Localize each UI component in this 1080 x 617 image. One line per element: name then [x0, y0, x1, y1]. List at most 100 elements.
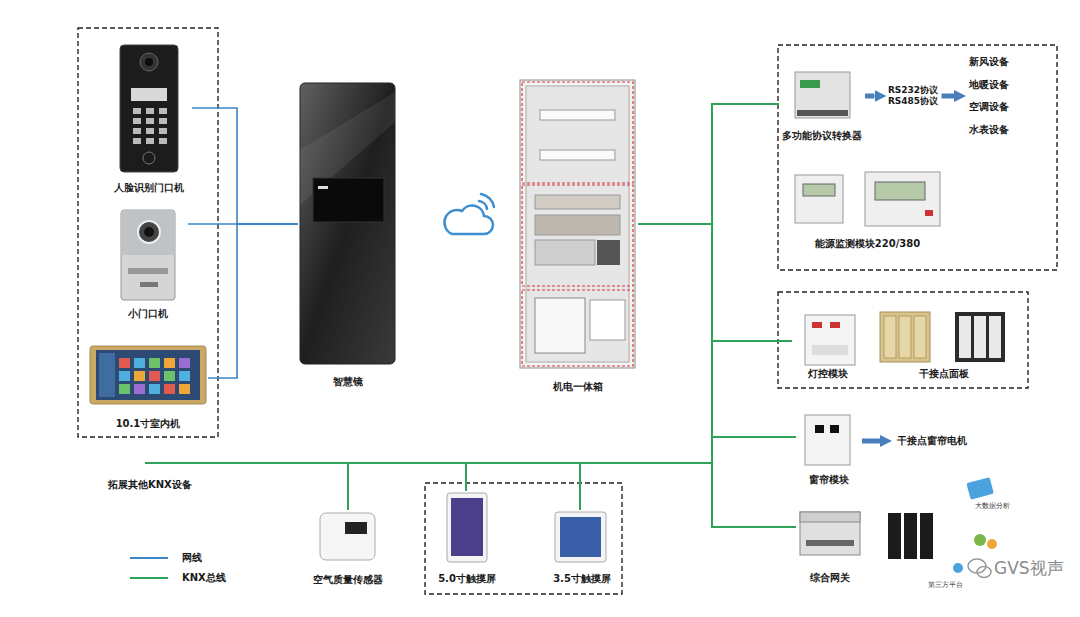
legend-sample — [130, 577, 168, 579]
face-door-unit — [133, 108, 141, 114]
node-label: 空调设备 — [969, 101, 1009, 113]
switch-panel: 干接点面板 — [876, 310, 1012, 380]
electrical-cabinet — [522, 290, 633, 366]
curtain-module: 窗帘模块 — [796, 412, 862, 486]
connector — [865, 94, 875, 99]
node-label: 智慧镜 — [333, 376, 363, 388]
indoor-unit — [149, 358, 160, 368]
face-door-unit — [133, 138, 141, 144]
watermark-icon — [968, 559, 991, 578]
switch-panel — [914, 316, 926, 358]
curtain-module — [815, 425, 824, 433]
protocol-list: RS232协议RS485协议 — [885, 80, 942, 112]
cloud-icon — [444, 205, 493, 234]
air-sensor — [345, 522, 367, 534]
indoor-unit — [164, 371, 175, 381]
indoor-unit — [119, 371, 130, 381]
bus-note: 拓展其他KNX设备 — [108, 478, 192, 492]
switch-panel — [880, 312, 930, 362]
node-label: 综合网关 — [810, 572, 850, 584]
electrical-cabinet — [522, 82, 633, 366]
energy-meter — [795, 172, 940, 226]
touch-screen — [451, 498, 483, 556]
connector — [638, 224, 792, 341]
node-label: 干接点面板 — [919, 368, 969, 380]
connector — [192, 108, 298, 224]
energy-meter — [865, 172, 940, 226]
touch-screen — [555, 512, 606, 562]
switch-panel — [899, 316, 911, 358]
air-sensor — [320, 513, 375, 560]
face-door-unit — [133, 108, 167, 144]
platform-icons — [966, 477, 994, 500]
curtain-module — [805, 415, 850, 465]
knx-bus — [145, 462, 350, 464]
connector — [348, 224, 712, 510]
indoor-unit — [134, 371, 145, 381]
face-door-unit — [140, 53, 158, 71]
connector — [638, 224, 796, 527]
electrical-cabinet — [520, 80, 635, 368]
node-label: 空气质量传感器 — [313, 574, 383, 586]
light-module — [830, 322, 840, 328]
indoor-unit — [96, 350, 200, 400]
node-label: 小门口机 — [128, 308, 168, 320]
group-frame — [778, 45, 1057, 270]
connector — [862, 439, 880, 444]
group-frame — [78, 28, 1057, 594]
indoor-unit — [99, 353, 115, 397]
electrical-cabinet — [597, 240, 620, 265]
indoor-unit — [164, 358, 175, 368]
converter: 多功能协议转换器 — [779, 66, 865, 142]
electrical-cabinet — [535, 240, 595, 265]
switch-panel — [989, 316, 1001, 358]
cloud-icon — [479, 201, 487, 209]
curtain-module — [830, 425, 839, 433]
platform-icons — [888, 513, 901, 559]
energy-meter — [803, 184, 835, 196]
face-door-unit — [131, 88, 167, 101]
indoor-unit — [90, 346, 206, 404]
node-label: 水表设备 — [969, 124, 1009, 136]
switch-panel — [974, 316, 986, 358]
electrical-cabinet — [535, 215, 620, 235]
node-label: 10.1寸室内机 — [116, 418, 181, 430]
face-door-unit — [133, 128, 141, 134]
protocol-converter — [795, 72, 850, 118]
node-label: 多功能协议转换器 — [782, 130, 862, 142]
energy-meter — [925, 210, 933, 216]
touch-screen: 5.0寸触摸屏 — [430, 491, 504, 585]
electrical-cabinet — [522, 185, 633, 286]
node-label: 3.5寸触摸屏 — [553, 573, 611, 585]
platform-icons — [904, 513, 917, 559]
face-door-unit — [159, 128, 167, 134]
indoor-unit — [179, 371, 190, 381]
light-module: 灯控模块 — [792, 312, 864, 380]
face-door-unit — [146, 108, 154, 114]
group-frame — [425, 483, 622, 594]
connector — [466, 224, 712, 491]
face-door-unit — [143, 152, 155, 164]
face-door-unit — [120, 45, 178, 172]
switch-panel — [959, 316, 971, 358]
cloud-icon — [444, 194, 494, 234]
smart-mirror — [300, 83, 395, 364]
face-door-unit — [159, 118, 167, 124]
protocol-converter — [797, 110, 848, 116]
cloud-icon — [481, 194, 494, 207]
indoor-unit — [134, 384, 145, 394]
platform-icons — [953, 563, 963, 573]
face-door-unit — [146, 118, 154, 124]
light-module — [805, 315, 855, 365]
air-sensor — [320, 513, 375, 560]
small-door-unit — [128, 268, 168, 274]
indoor-monitor: 10.1寸室内机 — [88, 345, 208, 430]
face-door-unit — [146, 128, 154, 134]
indoor-unit — [119, 358, 130, 368]
node-label: 窗帘模块 — [809, 474, 849, 486]
electrical-cabinet — [535, 298, 585, 353]
indoor-unit — [119, 384, 130, 394]
face-door-unit — [145, 58, 153, 66]
electrical-cabinet — [590, 300, 625, 340]
energy-meter — [795, 175, 843, 223]
